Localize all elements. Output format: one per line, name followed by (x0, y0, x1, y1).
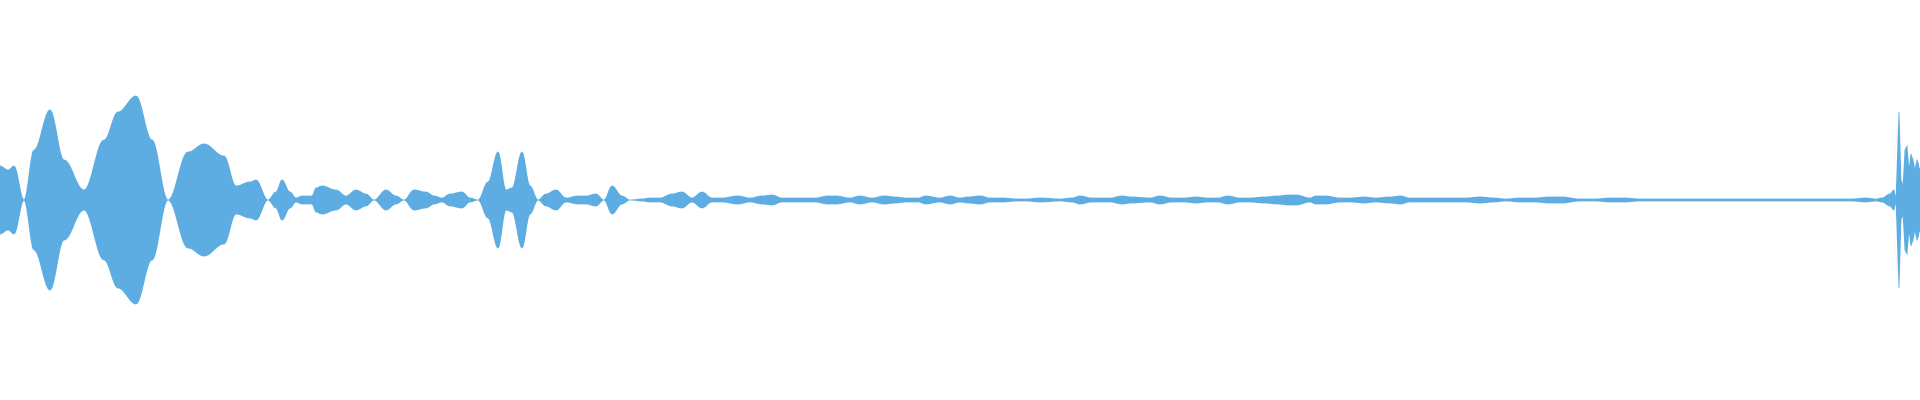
waveform-shape (0, 95, 1920, 305)
